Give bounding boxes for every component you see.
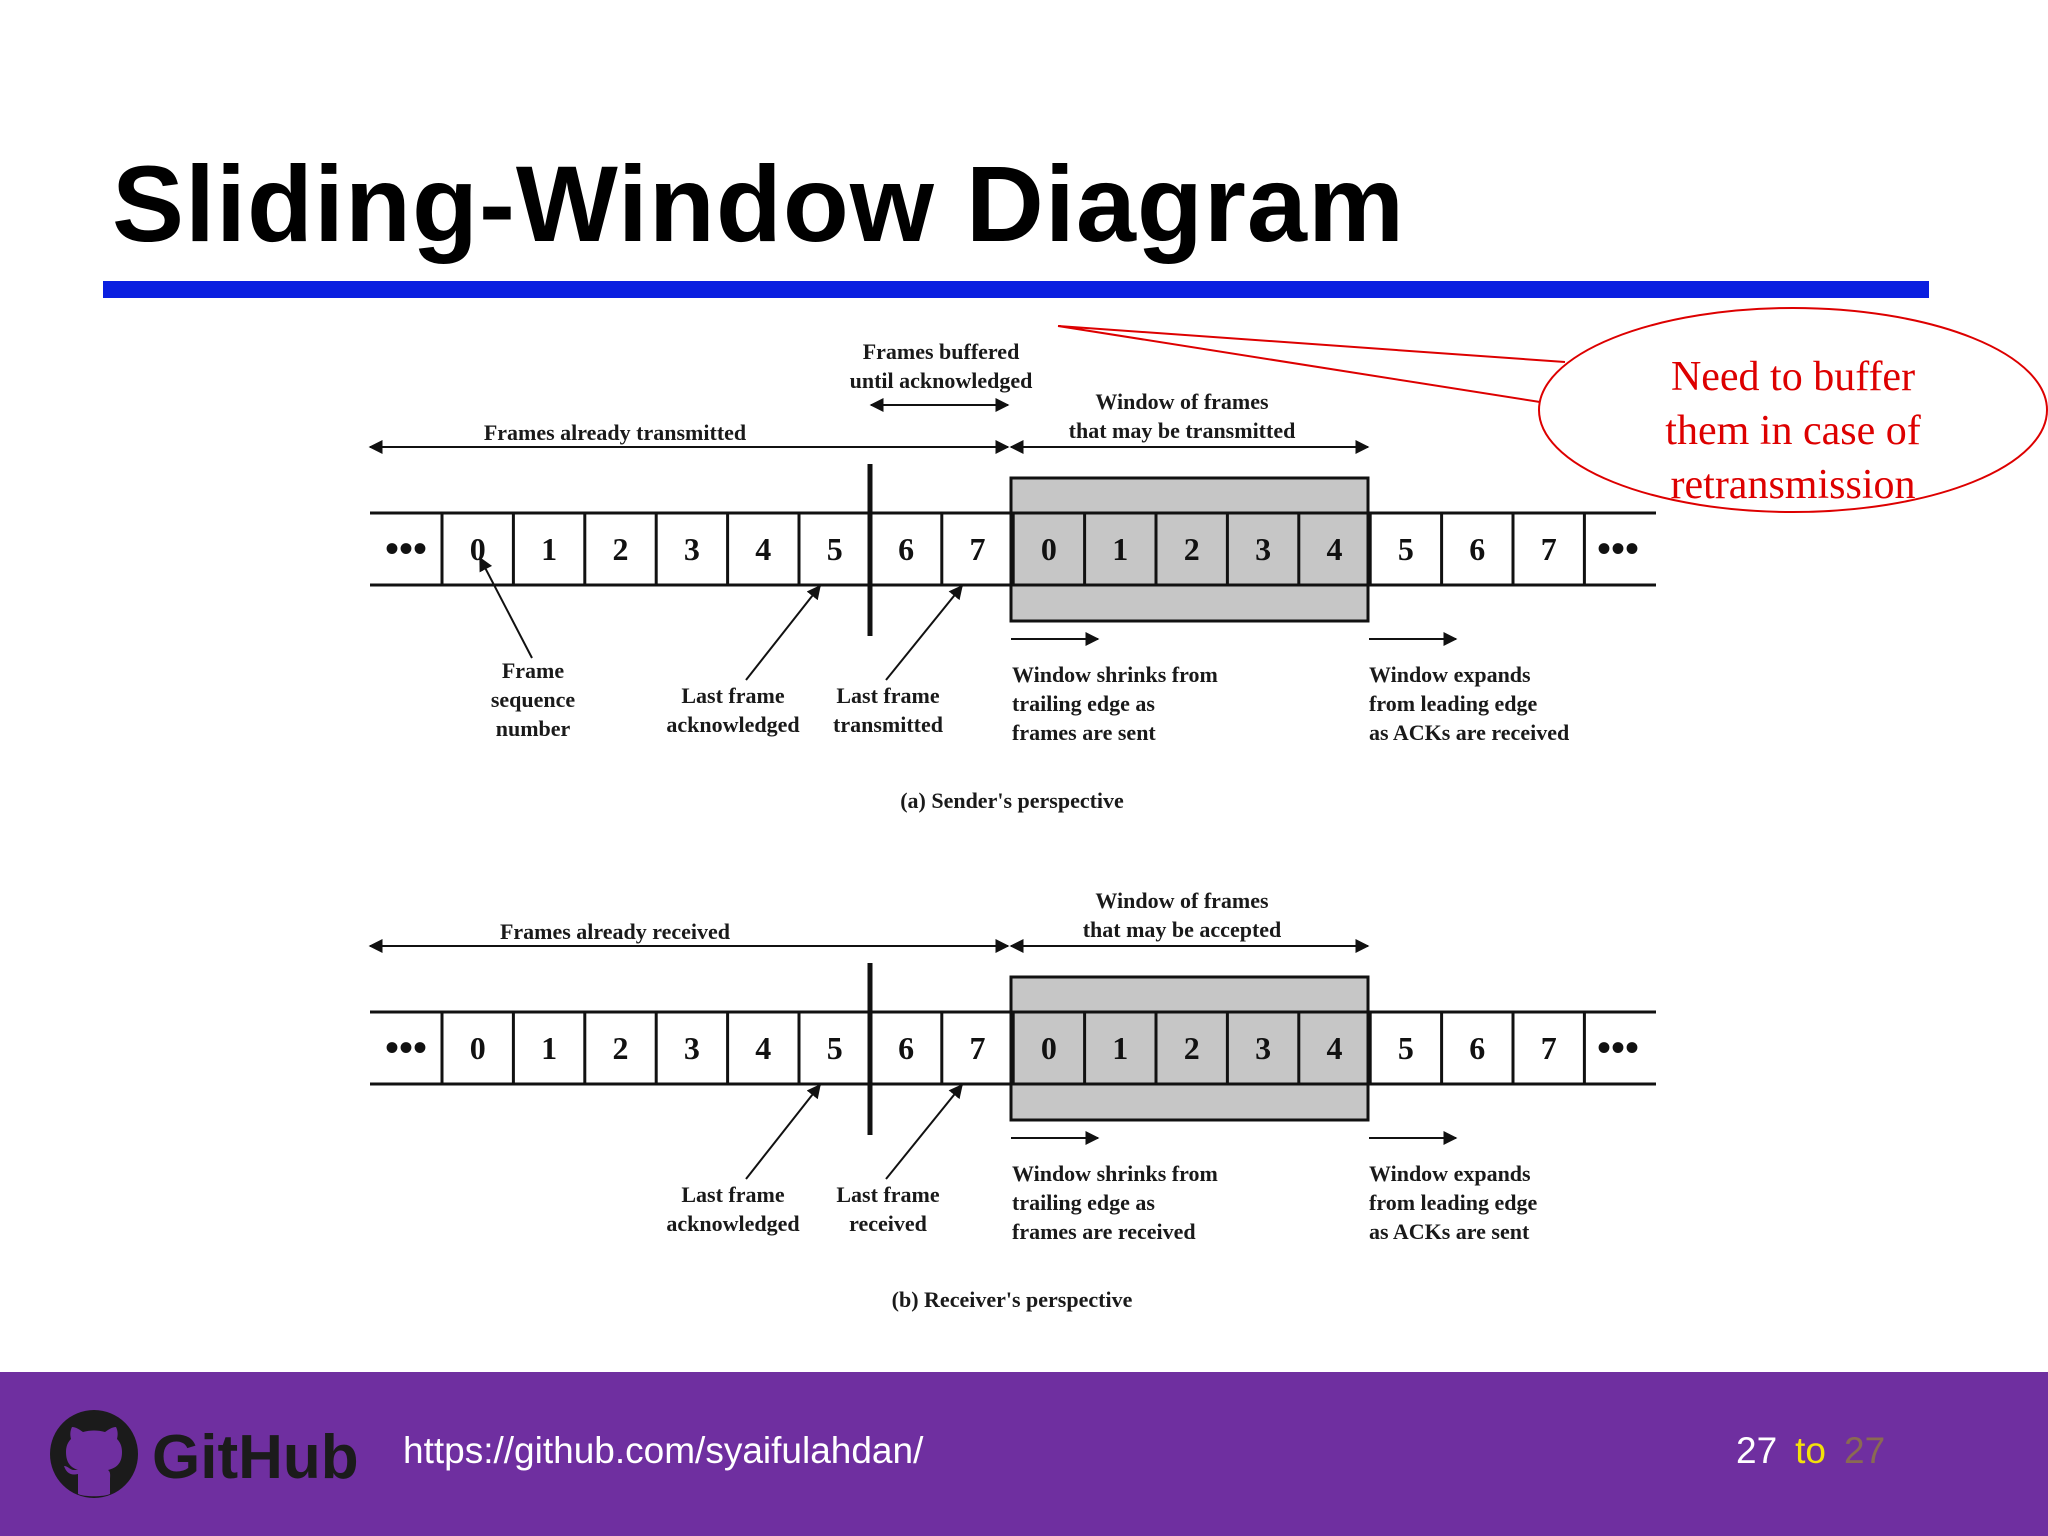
sender-frame-number: 1 (1112, 531, 1128, 567)
sender-shrinks-label-2: trailing edge as (1012, 691, 1155, 716)
sender-window-label-2: that may be transmitted (1069, 418, 1296, 443)
sender-last-ack-pointer (745, 584, 821, 681)
sender-frame-number: 5 (827, 531, 843, 567)
sender-shrinks-label-1: Window shrinks from (1012, 662, 1218, 687)
sender-expands-label-1: Window expands (1369, 662, 1531, 687)
sender-frame-number: 1 (541, 531, 557, 567)
receiver-frame-number: 1 (1112, 1030, 1128, 1066)
page-indicator: 27 to 27 (1736, 1430, 1885, 1472)
receiver-last-ack-label-2: acknowledged (666, 1211, 799, 1236)
sender-buffered-label-1: Frames buffered (863, 339, 1020, 364)
receiver-frame-number: 2 (1184, 1030, 1200, 1066)
sender-perspective: Frames buffered until acknowledged Frame… (368, 339, 1656, 813)
sender-frame-number: 4 (755, 531, 771, 567)
receiver-frame-number: 5 (1398, 1030, 1414, 1066)
sender-frame-seq-label-3: number (496, 716, 571, 741)
sender-last-tx-label-2: transmitted (833, 712, 943, 737)
slide-title: Sliding-Window Diagram (112, 143, 1406, 264)
sender-frame-number: 4 (1327, 531, 1343, 567)
receiver-frame-number: 6 (1469, 1030, 1485, 1066)
sender-frame-number: 7 (1541, 531, 1557, 567)
receiver-expands-label-1: Window expands (1369, 1161, 1531, 1186)
github-wordmark: GitHub (152, 1423, 359, 1492)
sender-frame-seq-label-1: Frame (502, 658, 565, 683)
sender-frame-number: 5 (1398, 531, 1414, 567)
sender-caption: (a) Sender's perspective (900, 788, 1124, 813)
callout-line-1: Need to buffer (1671, 354, 1915, 400)
receiver-frame-number: 1 (541, 1030, 557, 1066)
callout-bubble (1538, 307, 2048, 513)
sender-expands-label-3: as ACKs are received (1369, 720, 1569, 745)
sender-last-tx-label-1: Last frame (836, 683, 939, 708)
receiver-shrinks-label-3: frames are received (1012, 1219, 1196, 1244)
receiver-frame-number: 7 (1541, 1030, 1557, 1066)
sender-already-label: Frames already transmitted (484, 420, 746, 445)
receiver-perspective: Frames already received Window of frames… (368, 888, 1656, 1312)
receiver-already-label: Frames already received (500, 919, 730, 944)
callout-line-3: retransmission (1671, 462, 1916, 508)
github-logo: GitHub (50, 1410, 359, 1498)
receiver-last-rx-pointer (885, 1083, 963, 1180)
sender-frame-number: 6 (898, 531, 914, 567)
sender-last-tx-pointer (885, 584, 963, 681)
callout-line-2: them in case of (1665, 408, 1920, 454)
sliding-window-diagram: Need to buffer them in case of retransmi… (368, 307, 2048, 1312)
sender-buffered-label-2: until acknowledged (850, 368, 1033, 393)
sender-frame-number: 7 (970, 531, 986, 567)
receiver-ellipsis-left: ••• (385, 1025, 427, 1070)
sender-frame-number: 3 (684, 531, 700, 567)
receiver-frame-number: 2 (613, 1030, 629, 1066)
page-current: 27 (1736, 1430, 1778, 1471)
sender-frame-number: 3 (1255, 531, 1271, 567)
sender-last-ack-label-2: acknowledged (666, 712, 799, 737)
receiver-last-rx-label-1: Last frame (836, 1182, 939, 1207)
receiver-shrinks-label-2: trailing edge as (1012, 1190, 1155, 1215)
receiver-window-box (1009, 975, 1370, 1122)
sender-expands-label-2: from leading edge (1369, 691, 1537, 716)
receiver-expands-label-3: as ACKs are sent (1369, 1219, 1530, 1244)
sender-window-label-1: Window of frames (1095, 389, 1269, 414)
github-octocat-icon (50, 1410, 138, 1498)
receiver-frame-number: 7 (970, 1030, 986, 1066)
receiver-window-label-2: that may be accepted (1083, 917, 1282, 942)
sender-frame-cells: 0 1 2 3 4 5 6 7 0 1 2 3 4 5 6 7 (440, 513, 1586, 585)
receiver-frame-number: 0 (1041, 1030, 1057, 1066)
sender-frame-number: 0 (470, 531, 486, 567)
sender-frame-number: 6 (1469, 531, 1485, 567)
receiver-last-ack-label-1: Last frame (681, 1182, 784, 1207)
receiver-frame-number: 6 (898, 1030, 914, 1066)
receiver-window-label-1: Window of frames (1095, 888, 1269, 913)
sender-frame-seq-pointer (479, 556, 533, 659)
receiver-last-rx-label-2: received (849, 1211, 927, 1236)
receiver-frame-number: 3 (684, 1030, 700, 1066)
sender-frame-number: 0 (1041, 531, 1057, 567)
callout-pointer (1057, 325, 1566, 403)
sender-last-ack-label-1: Last frame (681, 683, 784, 708)
receiver-frame-cells: 0 1 2 3 4 5 6 7 0 1 2 3 4 5 6 7 (440, 1012, 1586, 1084)
receiver-frame-number: 4 (1327, 1030, 1343, 1066)
title-underline (103, 281, 1929, 298)
sender-shrinks-label-3: frames are sent (1012, 720, 1156, 745)
footer-bar: GitHub https://github.com/syaifulahdan/ … (0, 1372, 2048, 1536)
footer-url[interactable]: https://github.com/syaifulahdan/ (403, 1430, 924, 1471)
receiver-frame-number: 4 (755, 1030, 771, 1066)
receiver-shrinks-label-1: Window shrinks from (1012, 1161, 1218, 1186)
receiver-expands-label-2: from leading edge (1369, 1190, 1537, 1215)
receiver-frame-number: 5 (827, 1030, 843, 1066)
receiver-frame-number: 3 (1255, 1030, 1271, 1066)
sender-window-box (1009, 476, 1370, 623)
sender-frame-number: 2 (613, 531, 629, 567)
page-separator: to (1795, 1430, 1827, 1471)
sender-frame-number: 2 (1184, 531, 1200, 567)
receiver-ellipsis-right: ••• (1597, 1025, 1639, 1070)
sender-ellipsis-right: ••• (1597, 526, 1639, 571)
receiver-last-ack-pointer (745, 1083, 821, 1180)
retransmission-callout: Need to buffer them in case of retransmi… (1057, 307, 2048, 513)
sender-frame-seq-label-2: sequence (491, 687, 576, 712)
receiver-frame-number: 0 (470, 1030, 486, 1066)
page-total: 27 (1844, 1430, 1886, 1471)
receiver-caption: (b) Receiver's perspective (892, 1287, 1133, 1312)
sender-ellipsis-left: ••• (385, 526, 427, 571)
